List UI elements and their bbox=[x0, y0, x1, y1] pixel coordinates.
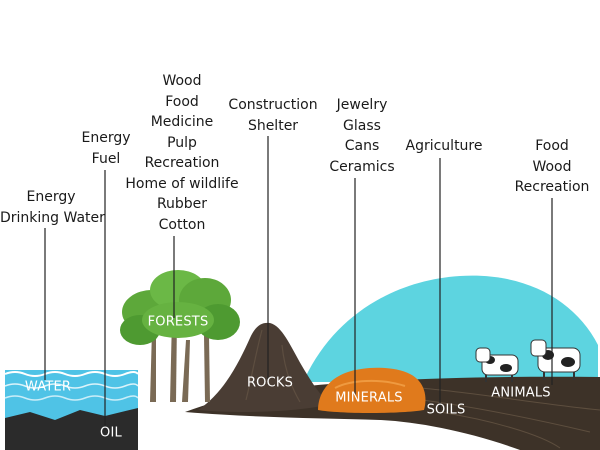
use-label: Home of wildlife bbox=[125, 175, 239, 192]
cow-left bbox=[475, 347, 519, 382]
use-label: Recreation bbox=[514, 179, 590, 195]
use-label: Construction bbox=[228, 97, 318, 113]
oil-uses: Energy Fuel bbox=[70, 128, 142, 169]
resource-label-rocks: ROCKS bbox=[246, 375, 294, 391]
resource-label-minerals: MINERALS bbox=[335, 390, 403, 406]
use-label: Agriculture bbox=[405, 138, 483, 154]
use-label: Cans bbox=[344, 138, 380, 154]
forests-uses: Wood Food Medicine Pulp Recreation Home … bbox=[122, 71, 242, 235]
use-label: Rubber bbox=[156, 196, 208, 212]
hill-backdrop bbox=[305, 275, 598, 382]
water-uses: Energy Drinking Water bbox=[0, 187, 105, 228]
use-label: Recreation bbox=[144, 155, 220, 171]
use-label: Energy bbox=[26, 189, 76, 205]
use-label: Food bbox=[165, 93, 199, 110]
use-label: Wood bbox=[532, 158, 572, 175]
animals-uses: Food Wood Recreation bbox=[512, 136, 592, 198]
minerals-pile bbox=[318, 367, 426, 413]
use-label: Shelter bbox=[247, 117, 299, 134]
use-label: Wood bbox=[162, 73, 202, 89]
use-label: Fuel bbox=[91, 150, 121, 167]
soils-uses: Agriculture bbox=[402, 136, 486, 157]
use-label: Energy bbox=[81, 130, 131, 146]
forest-trees bbox=[120, 270, 240, 402]
rocks-uses: Construction Shelter bbox=[225, 95, 321, 136]
resource-label-soils: SOILS bbox=[426, 402, 466, 418]
resource-label-forests: FORESTS bbox=[147, 314, 209, 330]
use-label: Drinking Water bbox=[0, 209, 105, 226]
use-label: Medicine bbox=[150, 114, 214, 130]
minerals-uses: Jewelry Glass Cans Ceramics bbox=[327, 95, 397, 177]
use-label: Cotton bbox=[158, 216, 206, 233]
use-label: Jewelry bbox=[336, 97, 388, 113]
leader-lines bbox=[44, 136, 553, 430]
resource-label-animals: ANIMALS bbox=[491, 385, 551, 401]
resource-label-oil: OIL bbox=[100, 425, 122, 441]
use-label: Pulp bbox=[167, 134, 197, 151]
use-label: Ceramics bbox=[329, 158, 395, 175]
cow-right bbox=[530, 339, 581, 380]
use-label: Food bbox=[535, 138, 569, 154]
rock-mound bbox=[198, 322, 330, 412]
resource-label-water: WATER bbox=[24, 379, 72, 395]
use-label: Glass bbox=[343, 117, 381, 134]
